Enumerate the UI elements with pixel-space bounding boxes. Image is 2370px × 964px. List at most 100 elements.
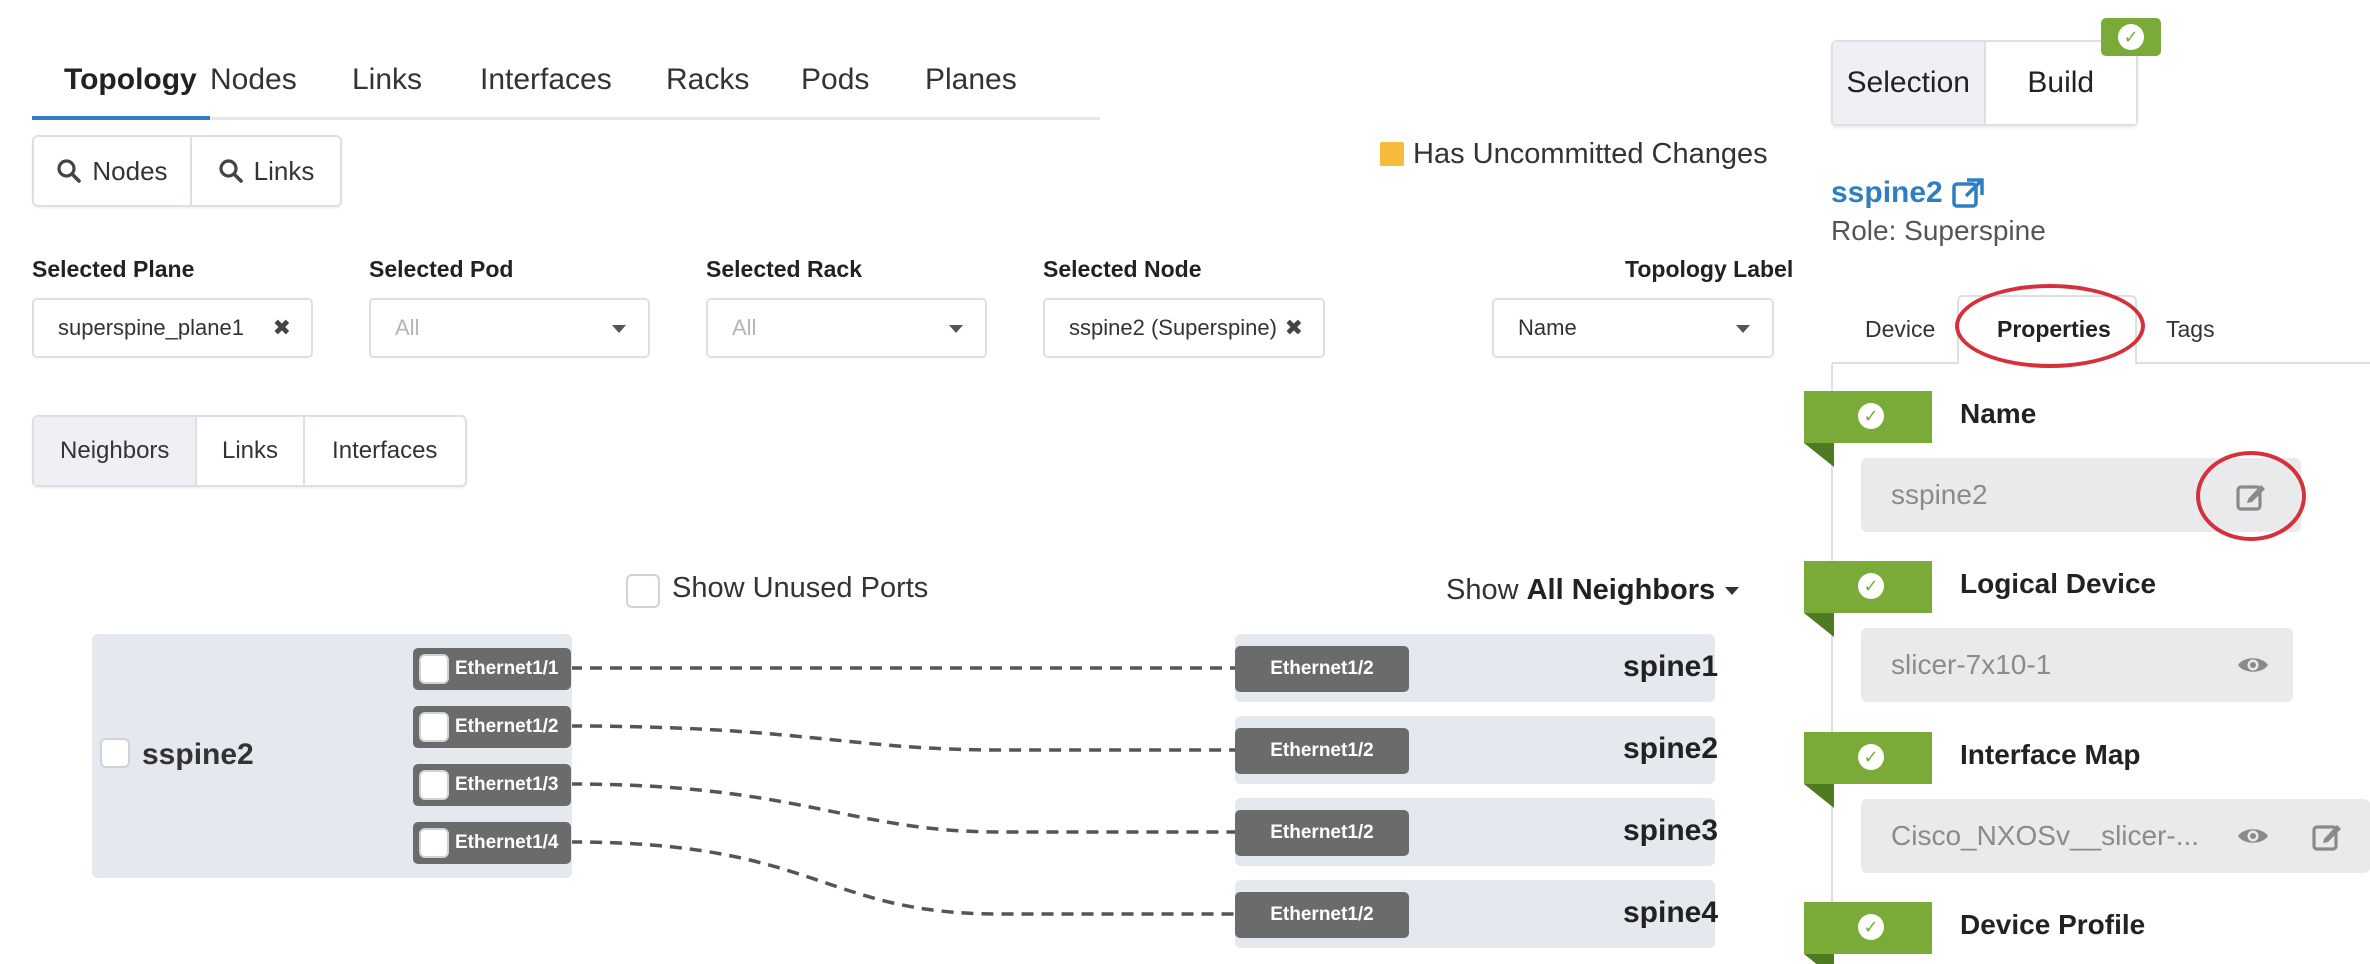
port-ethernet1-2[interactable]: Ethernet1/2 (413, 706, 571, 748)
port-ethernet1-4[interactable]: Ethernet1/4 (413, 822, 571, 864)
peer-port[interactable]: Ethernet1/2 (1235, 728, 1409, 774)
selected-rack-label: Selected Rack (706, 256, 862, 282)
selected-node-value: sspine2 (Superspine) (1069, 315, 1277, 340)
tab-neighbors[interactable]: Neighbors (34, 417, 198, 485)
node-checkbox[interactable] (100, 738, 130, 768)
chevron-down-icon (949, 325, 963, 333)
tab-interfaces[interactable]: Interfaces (480, 63, 612, 96)
main-tab-bar: Topology Nodes Links Interfaces Racks Po… (32, 50, 1100, 120)
tab-racks[interactable]: Racks (666, 63, 750, 96)
check-icon: ✓ (2118, 24, 2144, 50)
chevron-down-icon (1736, 325, 1750, 333)
badge-fold (1804, 784, 1834, 808)
peer-port[interactable]: Ethernet1/2 (1235, 892, 1409, 938)
tab-planes[interactable]: Planes (925, 63, 1017, 96)
search-icon (219, 159, 243, 183)
badge-fold (1804, 954, 1834, 964)
eye-icon[interactable] (2236, 653, 2270, 677)
port-checkbox[interactable] (419, 712, 449, 742)
selected-node-select[interactable]: sspine2 (Superspine) ✖ (1043, 298, 1325, 358)
link-line-4 (569, 840, 1236, 916)
tab-tags[interactable]: Tags (2166, 316, 2215, 342)
check-icon: ✓ (1858, 744, 1884, 770)
link-line-3 (569, 782, 1236, 834)
topology-label-label: Topology Label (1625, 256, 1794, 282)
caret-down-icon (1725, 587, 1740, 596)
check-icon: ✓ (1858, 403, 1884, 429)
selected-pod-placeholder: All (395, 315, 420, 340)
selected-rack-placeholder: All (732, 315, 757, 340)
topology-label-select[interactable]: Name (1492, 298, 1774, 358)
tab-topology[interactable]: Topology (32, 50, 210, 120)
external-link-icon (1951, 178, 1984, 208)
search-icon (57, 159, 82, 183)
port-checkbox[interactable] (419, 770, 449, 800)
build-status-badge: ✓ (2101, 18, 2161, 56)
search-nodes-label: Nodes (92, 155, 168, 186)
show-neighbors-dropdown[interactable]: Show All Neighbors (1446, 574, 1740, 607)
uncommitted-legend-label: Has Uncommitted Changes (1413, 138, 1768, 170)
node-name: sspine2 (142, 738, 254, 771)
side-tab-bar: Selection Build (1831, 40, 2138, 126)
edit-icon[interactable] (2312, 821, 2344, 851)
chevron-down-icon (612, 325, 626, 333)
peer-port[interactable]: Ethernet1/2 (1235, 646, 1409, 692)
port-checkbox[interactable] (419, 828, 449, 858)
property-device-profile-title: Device Profile (1960, 909, 2146, 940)
properties-highlight-ring (1955, 284, 2145, 368)
badge-fold (1804, 613, 1834, 637)
selected-plane-value: superspine_plane1 (58, 315, 244, 340)
show-unused-ports-checkbox[interactable] (626, 574, 660, 608)
selected-rack-select[interactable]: All (706, 298, 987, 358)
port-label: Ethernet1/1 (455, 658, 559, 679)
edit-highlight-ring (2196, 451, 2306, 541)
selected-node-link[interactable]: sspine2 (1831, 176, 1987, 210)
peer-name: spine3 (1623, 814, 1719, 847)
topology-label-value: Name (1518, 315, 1577, 340)
view-tab-group: Neighbors Links Interfaces (32, 415, 467, 487)
clear-plane-icon[interactable]: ✖ (272, 315, 291, 340)
port-label: Ethernet1/4 (455, 832, 559, 853)
port-label: Ethernet1/3 (455, 774, 559, 795)
selected-node-label: Selected Node (1043, 256, 1202, 282)
uncommitted-legend-swatch (1380, 142, 1404, 166)
peer-name: spine1 (1623, 650, 1719, 683)
selected-node-link-label: sspine2 (1831, 176, 1943, 209)
check-icon: ✓ (1858, 914, 1884, 940)
selected-node-role: Role: Superspine (1831, 215, 2046, 246)
clear-node-icon[interactable]: ✖ (1284, 315, 1303, 340)
port-label: Ethernet1/2 (455, 716, 559, 737)
port-checkbox[interactable] (419, 654, 449, 684)
property-logical-device-title: Logical Device (1960, 568, 2157, 599)
search-nodes-button[interactable]: Nodes (34, 137, 192, 205)
peer-name: spine2 (1623, 732, 1719, 765)
property-interface-map-value: Cisco_NXOSv__slicer-... (1861, 799, 2370, 873)
search-links-label: Links (253, 155, 315, 186)
show-neighbors-value: All Neighbors (1526, 574, 1716, 606)
selected-plane-select[interactable]: superspine_plane1 ✖ (32, 298, 313, 358)
tab-links[interactable]: Links (352, 63, 423, 96)
peer-port[interactable]: Ethernet1/2 (1235, 810, 1409, 856)
show-unused-ports-label: Show Unused Ports (672, 572, 929, 604)
selected-pod-select[interactable]: All (369, 298, 650, 358)
tab-pods[interactable]: Pods (801, 63, 870, 96)
search-links-button[interactable]: Links (192, 137, 340, 205)
tab-device[interactable]: Device (1865, 316, 1936, 342)
selected-pod-label: Selected Pod (369, 256, 514, 282)
tab-nodes[interactable]: Nodes (210, 63, 297, 96)
property-logical-device-value: slicer-7x10-1 (1861, 628, 2293, 702)
show-neighbors-prefix: Show (1446, 574, 1519, 606)
panel-left-border (1831, 364, 1833, 964)
property-interface-map-title: Interface Map (1960, 739, 2141, 770)
search-button-group: Nodes Links (32, 135, 342, 207)
peer-name: spine4 (1623, 896, 1719, 929)
port-ethernet1-1[interactable]: Ethernet1/1 (413, 648, 571, 690)
eye-icon[interactable] (2236, 824, 2270, 848)
port-ethernet1-3[interactable]: Ethernet1/3 (413, 764, 571, 806)
tab-view-links[interactable]: Links (197, 417, 305, 485)
check-icon: ✓ (1858, 573, 1884, 599)
tab-view-interfaces[interactable]: Interfaces (332, 437, 438, 464)
property-name-title: Name (1960, 398, 2037, 429)
tab-selection[interactable]: Selection (1833, 42, 1986, 124)
